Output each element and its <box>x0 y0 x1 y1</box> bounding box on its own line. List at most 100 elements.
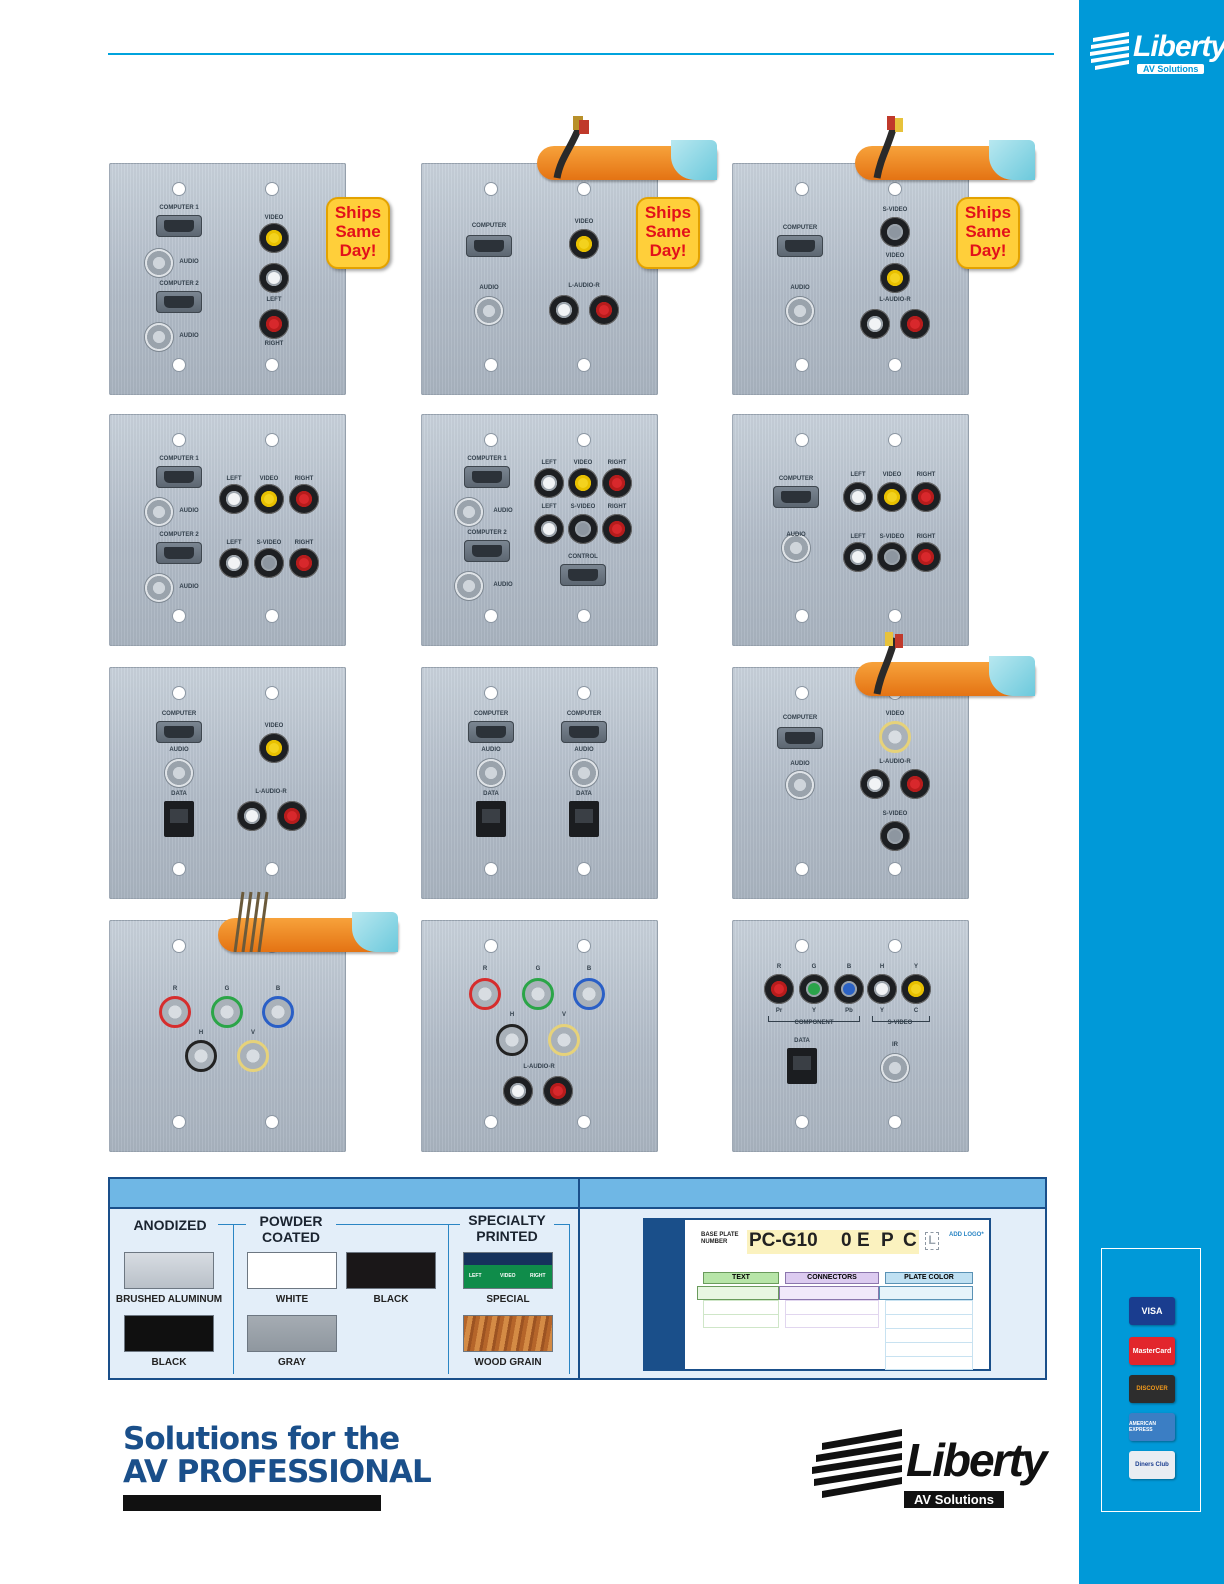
rca-jack-red <box>911 542 941 572</box>
wall-plate-8[interactable]: COMPUTER AUDIO DATA COMPUTER AUDIO DATA <box>421 667 658 899</box>
bnc-jack-blue <box>262 996 294 1028</box>
data-jack <box>164 801 194 837</box>
wall-plate-11[interactable]: R G B H V L-AUDIO-R <box>421 920 658 1152</box>
connector-label: S-VIDEO <box>570 504 596 510</box>
data-jack <box>787 1048 817 1084</box>
vga-port <box>561 721 607 743</box>
rca-jack-yellow <box>880 263 910 293</box>
rca-jack-red <box>277 801 307 831</box>
s-video-jack <box>880 821 910 851</box>
rca-jack-yellow <box>259 733 289 763</box>
wall-plate-6[interactable]: COMPUTER AUDIO LEFT VIDEO RIGHT LEFT S-V… <box>732 414 969 646</box>
audio-jack <box>455 498 483 526</box>
badge-text: Day! <box>969 241 1007 260</box>
rca-jack-red <box>900 769 930 799</box>
audio-jack <box>145 323 173 351</box>
rca-jack-red <box>764 974 794 1004</box>
connector-label: COMPUTER <box>161 711 197 717</box>
vga-port <box>777 727 823 749</box>
connector-label: LEFT <box>226 540 242 546</box>
brand-tagline: AV Solutions <box>1137 64 1205 74</box>
logo-code: L <box>925 1232 939 1250</box>
swatch-white[interactable] <box>247 1252 337 1289</box>
connector-label: G <box>224 986 230 992</box>
connector-label: RIGHT <box>264 341 284 347</box>
wall-plate-3[interactable]: COMPUTER S-VIDEO VIDEO AUDIO L-AUDIO-R <box>732 163 969 395</box>
footer-bar <box>123 1495 381 1511</box>
rca-jack-white <box>219 548 249 578</box>
connector-label: DATA <box>794 1038 810 1044</box>
rca-jack-red <box>602 514 632 544</box>
connector-label: CONTROL <box>568 554 598 560</box>
swatch-powder-black[interactable] <box>346 1252 436 1289</box>
wall-plate-9[interactable]: COMPUTER AUDIO VIDEO L-AUDIO-R S-VIDEO <box>732 667 969 899</box>
footer-banner: Solutions for the AV PROFESSIONAL Libert… <box>108 1419 1047 1517</box>
connector-label: G <box>535 966 541 972</box>
vga-port <box>464 540 510 562</box>
wall-plate-10[interactable]: R G B H V <box>109 920 346 1152</box>
connector-label: L-AUDIO-R <box>879 759 911 765</box>
s-video-jack <box>877 542 907 572</box>
rca-jack-white <box>237 801 267 831</box>
connector-label: RIGHT <box>607 504 627 510</box>
powder-bracket-right <box>336 1224 449 1374</box>
wall-plate-12[interactable]: R G B H Y Pr Y Pb Y C COMPONENT S-VIDEO … <box>732 920 969 1152</box>
connector-label: AUDIO <box>790 285 810 291</box>
brand-logo[interactable]: Liberty AV Solutions <box>1089 28 1224 78</box>
logo-stripes-icon <box>1090 32 1129 70</box>
footer-logo[interactable]: Liberty AV Solutions <box>808 1427 1047 1513</box>
swatch-special[interactable]: LEFT VIDEO RIGHT <box>463 1252 553 1289</box>
connector-label: Y <box>879 1008 885 1014</box>
badge-text: Ships <box>964 203 1012 222</box>
connector-label: AUDIO <box>493 582 513 588</box>
screw-hole <box>485 610 497 622</box>
cable-icon <box>873 116 903 179</box>
rca-jack-white <box>860 769 890 799</box>
connector-label: VIDEO <box>573 460 593 466</box>
bnc-cables-icon <box>233 891 269 952</box>
screw-hole <box>173 183 185 195</box>
screw-hole <box>173 863 185 875</box>
bnc-jack-black <box>185 1040 217 1072</box>
screw-hole <box>485 687 497 699</box>
vga-port <box>464 466 510 488</box>
s-video-jack <box>254 548 284 578</box>
connector-label: AUDIO <box>169 747 189 753</box>
connector-label: C <box>913 1008 919 1014</box>
connector-label: L-AUDIO-R <box>568 283 600 289</box>
connector-label: V <box>561 1012 567 1018</box>
screw-hole <box>889 434 901 446</box>
audio-jack <box>570 759 598 787</box>
wall-plate-1[interactable]: COMPUTER 1 AUDIO COMPUTER 2 AUDIO VIDEO … <box>109 163 346 395</box>
connector-label: VIDEO <box>885 253 905 259</box>
wall-plate-7[interactable]: COMPUTER AUDIO DATA VIDEO L-AUDIO-R <box>109 667 346 899</box>
swatch-anodized-black[interactable] <box>124 1315 214 1352</box>
connector-label: R <box>172 986 178 992</box>
wall-plate-5[interactable]: COMPUTER 1 AUDIO COMPUTER 2 AUDIO LEFT V… <box>421 414 658 646</box>
bnc-jack-yellow <box>237 1040 269 1072</box>
wall-plate-2[interactable]: COMPUTER VIDEO AUDIO L-AUDIO-R <box>421 163 658 395</box>
ir-jack <box>881 1054 909 1082</box>
vga-port <box>156 215 202 237</box>
logo-stripes-icon <box>812 1429 902 1498</box>
wall-plate-4[interactable]: COMPUTER 1 AUDIO COMPUTER 2 AUDIO LEFT V… <box>109 414 346 646</box>
rca-jack-yellow <box>568 468 598 498</box>
swatch-gray[interactable] <box>247 1315 337 1352</box>
screw-hole <box>796 940 808 952</box>
rca-jack-yellow <box>877 482 907 512</box>
connector-label: AUDIO <box>481 747 501 753</box>
screw-hole <box>173 1116 185 1128</box>
connector-label: LEFT <box>226 476 242 482</box>
swatch-wood-grain[interactable] <box>463 1315 553 1352</box>
cable-tag <box>537 116 717 186</box>
swatch-brushed-aluminum[interactable] <box>124 1252 214 1289</box>
rca-jack-red <box>543 1076 573 1106</box>
connector-label: LEFT <box>850 534 866 540</box>
component-bracket <box>768 1016 860 1022</box>
bnc-jack-yellow <box>548 1024 580 1056</box>
screw-hole <box>485 434 497 446</box>
connector-label: LEFT <box>541 504 557 510</box>
bnc-jack-red <box>159 996 191 1028</box>
connector-label: VIDEO <box>574 219 594 225</box>
rca-jack-yellow <box>901 974 931 1004</box>
